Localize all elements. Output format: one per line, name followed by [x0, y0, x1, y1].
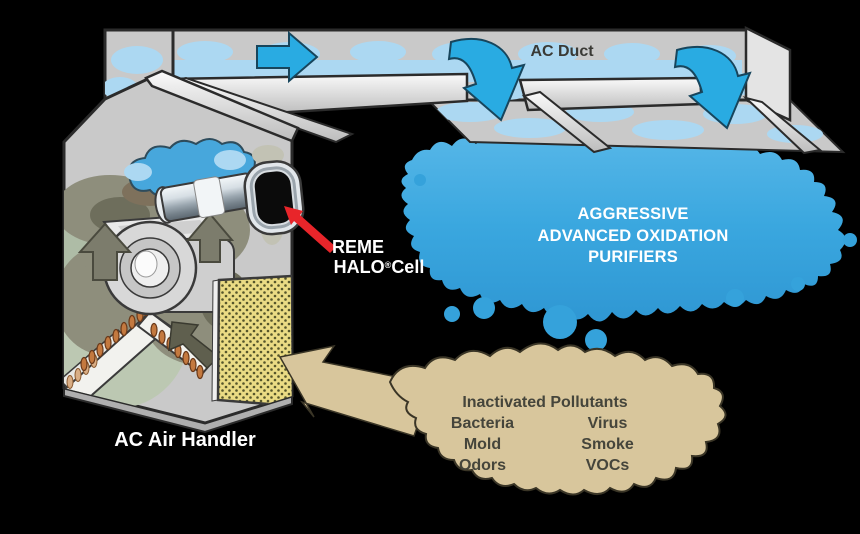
evaporator-coil: [64, 301, 216, 404]
pollutants-label: Inactivated Pollutants Bacteria Mold Odo…: [420, 392, 670, 476]
purifiers-line-1: AGGRESSIVE: [577, 205, 689, 223]
pollutant-item: Smoke: [581, 436, 634, 453]
reme-label-line1: REME: [331, 237, 384, 257]
pollutants-title: Inactivated Pollutants: [462, 394, 628, 411]
purified-air-cloud: [401, 131, 857, 351]
registered-mark: ®: [384, 260, 392, 270]
right-arrow-icon: [256, 30, 319, 84]
inactivated-pollutants-cloud: [388, 342, 727, 496]
pollutant-item: Odors: [458, 457, 507, 474]
ac-duct-label: AC Duct: [530, 43, 594, 60]
pollutant-item: VOCs: [585, 457, 630, 474]
purifiers-line-2: ADVANCED OXIDATION: [537, 226, 729, 245]
air-handler-interior: [64, 138, 292, 408]
reme-label-line2: HALO®Cell: [313, 256, 445, 279]
red-pointer-arrow-icon: [284, 206, 336, 253]
curved-down-arrow-icon-1: [447, 38, 526, 122]
reme-halo-cell: [154, 160, 305, 236]
purifiers-label: AGGRESSIVE ADVANCED OXIDATION PURIFIERS: [518, 204, 748, 269]
air-handler-label: AC Air Handler: [114, 429, 256, 451]
vent-blade-right: [742, 96, 823, 155]
pollutant-item: Bacteria: [450, 415, 515, 432]
reme-suffix: Cell: [391, 257, 425, 277]
curved-down-arrow-icon-2: [673, 46, 752, 130]
pollutants-left-column: Bacteria Mold Odors: [420, 413, 545, 476]
air-filter: [216, 274, 292, 408]
pollutant-item: Mold: [463, 436, 502, 453]
reme-brand: HALO: [333, 257, 385, 277]
cabinet-hood: [144, 69, 300, 143]
purifiers-line-3: PURIFIERS: [588, 248, 678, 266]
pollutants-right-column: Virus Smoke VOCs: [545, 413, 670, 476]
pollutant-item: Virus: [587, 415, 628, 432]
